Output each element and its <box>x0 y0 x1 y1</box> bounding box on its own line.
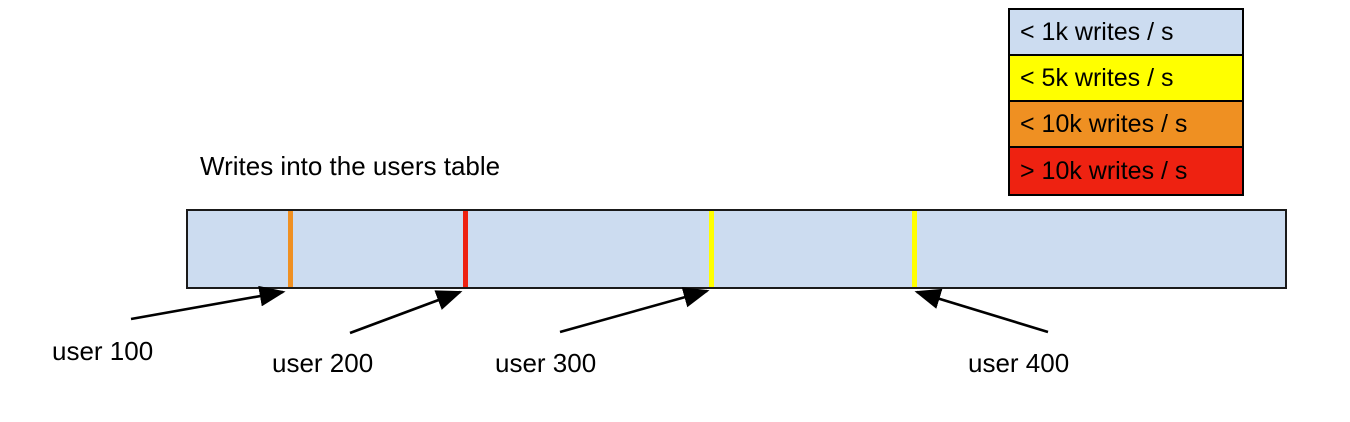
label-user-400: user 400 <box>968 348 1070 378</box>
user-300-stripe <box>709 211 714 287</box>
users-table-bar <box>186 209 1287 289</box>
user-400-arrow <box>914 288 1049 334</box>
legend-row-lt-5k: < 5k writes / s <box>1010 56 1242 102</box>
legend: < 1k writes / s < 5k writes / s < 10k wr… <box>1008 8 1244 196</box>
user-200-arrow <box>349 290 463 335</box>
user-100-arrow <box>130 285 286 321</box>
user-200-stripe <box>463 211 468 287</box>
legend-label-lt-10k: < 10k writes / s <box>1020 109 1188 138</box>
legend-label-lt-5k: < 5k writes / s <box>1020 63 1174 92</box>
legend-label-gt-10k: > 10k writes / s <box>1020 156 1188 185</box>
legend-row-lt-1k: < 1k writes / s <box>1010 10 1242 56</box>
legend-row-gt-10k: > 10k writes / s <box>1010 148 1242 194</box>
chart-title: Writes into the users table <box>200 151 501 181</box>
legend-row-lt-10k: < 10k writes / s <box>1010 102 1242 148</box>
legend-label-lt-1k: < 1k writes / s <box>1020 17 1174 46</box>
user-300-arrow <box>559 287 710 334</box>
label-user-200: user 200 <box>272 348 374 378</box>
user-100-stripe <box>288 211 293 287</box>
label-user-300: user 300 <box>495 348 597 378</box>
label-user-100: user 100 <box>52 336 154 366</box>
user-400-stripe <box>912 211 917 287</box>
